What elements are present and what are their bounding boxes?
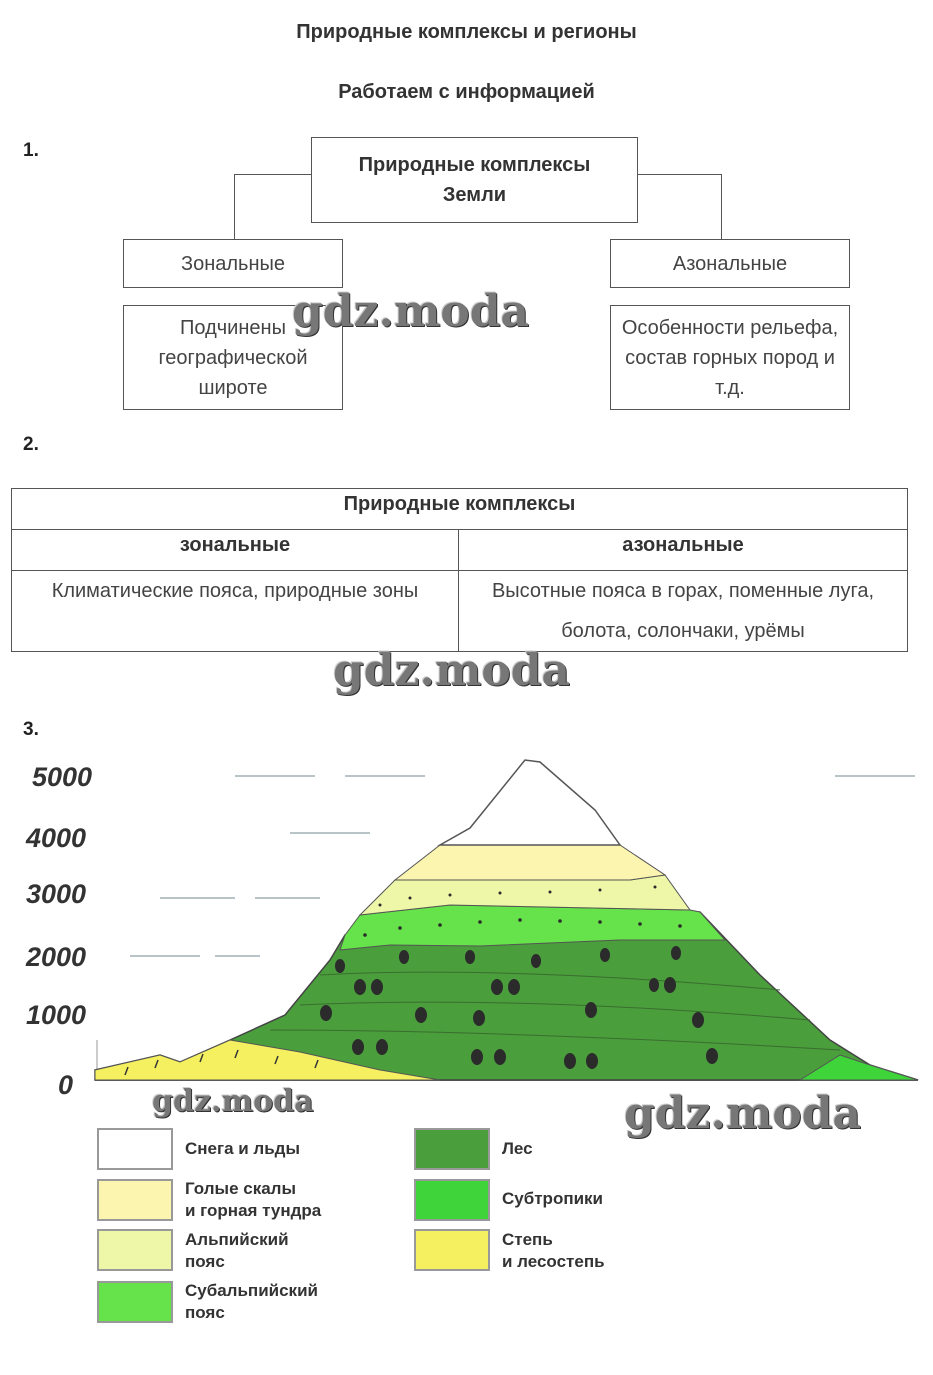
legend-label-rocks: Голые скалы и горная тундра bbox=[185, 1179, 322, 1220]
azonal-label: Азональные bbox=[672, 252, 788, 275]
azonal-desc-box: Особенности рельефа, состав горных пород… bbox=[610, 305, 850, 410]
mountain-diagram bbox=[94, 759, 919, 1081]
connector-right-v bbox=[721, 174, 722, 240]
table-title: Природные комплексы bbox=[11, 488, 908, 530]
legend-swatch-steppe bbox=[414, 1229, 490, 1271]
watermark: gdz.moda bbox=[333, 645, 571, 696]
complexes-table: Природные комплексы зональные азональные… bbox=[11, 488, 908, 652]
connector-left-h bbox=[234, 174, 312, 175]
legend-swatch-forest bbox=[414, 1128, 490, 1170]
legend-swatch-subtropics bbox=[414, 1179, 490, 1221]
azonal-desc: Особенности рельефа, состав горных пород… bbox=[621, 316, 839, 399]
axis-tick-0: 0 bbox=[58, 1070, 74, 1100]
axis-tick-2000: 2000 bbox=[26, 942, 87, 972]
page-title: Природные комплексы и регионы bbox=[296, 21, 637, 43]
legend-swatch-subalpine bbox=[97, 1281, 173, 1323]
axis-tick-4000: 4000 bbox=[26, 823, 87, 853]
legend-label-alpine: Альпийский пояс bbox=[185, 1230, 289, 1271]
task-2-number: 2. bbox=[23, 434, 39, 455]
legend-swatch-snow bbox=[97, 1128, 173, 1170]
zonal-desc: Подчинены географической широте bbox=[158, 316, 308, 399]
connector-right-h bbox=[637, 174, 721, 175]
legend-label-subtropics: Субтропики bbox=[502, 1189, 604, 1208]
connector-left-v bbox=[234, 174, 235, 240]
column-header-zonal: зональные bbox=[11, 529, 459, 571]
task-1-number: 1. bbox=[23, 140, 39, 161]
root-box: Природные комплексы Земли bbox=[311, 137, 638, 223]
zonal-box: Зональные bbox=[123, 239, 343, 288]
root-label: Природные комплексы Земли bbox=[358, 154, 591, 206]
zonal-desc-box: Подчинены географической широте bbox=[123, 305, 343, 410]
legend-label-subalpine: Субальпийский пояс bbox=[185, 1281, 318, 1322]
axis-tick-1000: 1000 bbox=[26, 1000, 87, 1030]
legend-label-snow: Снега и льды bbox=[185, 1139, 300, 1158]
task-3-number: 3. bbox=[23, 719, 39, 740]
legend-swatch-alpine bbox=[97, 1229, 173, 1271]
axis-tick-3000: 3000 bbox=[26, 879, 87, 909]
column-header-azonal: азональные bbox=[458, 529, 908, 571]
cell-azonal: Высотные пояса в горах, поменные луга, б… bbox=[458, 570, 908, 652]
zonal-label: Зональные bbox=[180, 252, 285, 275]
page-subtitle: Работаем с информацией bbox=[338, 81, 595, 103]
legend-label-steppe: Степь и лесостепь bbox=[502, 1230, 605, 1271]
legend-label-forest: Лес bbox=[502, 1139, 533, 1158]
azonal-box: Азональные bbox=[610, 239, 850, 288]
legend-swatch-rocks bbox=[97, 1179, 173, 1221]
axis-tick-5000: 5000 bbox=[32, 762, 93, 792]
cell-zonal: Климатические пояса, природные зоны bbox=[11, 570, 459, 652]
